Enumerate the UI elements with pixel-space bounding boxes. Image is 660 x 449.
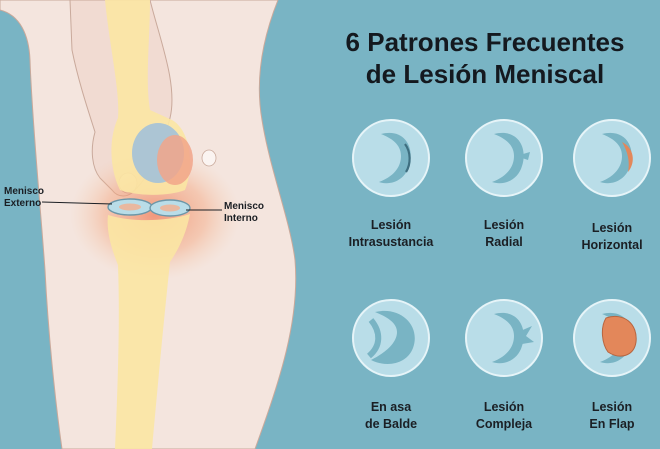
caption-compleja: Lesión Compleja (475, 400, 533, 431)
caption-intrasustancia: Lesión Intrasustancia (348, 218, 434, 249)
radial-tear-icon (465, 119, 543, 197)
patella (157, 135, 193, 185)
page-title: 6 Patrones Frecuentes de Lesión Meniscal (320, 26, 650, 90)
caption-radial: Lesión Radial (483, 218, 525, 249)
label-menisco-interno: Menisco Interno (224, 201, 265, 224)
title-line-2: de Lesión Meniscal (365, 59, 605, 89)
bucket-handle-tear-icon (352, 299, 430, 377)
horizontal-tear-icon (573, 119, 651, 197)
caption-en-asa-de-balde: En asa de Balde (364, 400, 418, 431)
flap-tear-icon (573, 299, 651, 377)
medial-meniscus-center (160, 204, 180, 212)
label-menisco-externo: Menisco Externo (4, 186, 45, 209)
intrasubstance-tear-icon (352, 119, 430, 197)
caption-horizontal: Lesión Horizontal (581, 221, 643, 252)
lateral-meniscus-center (119, 203, 141, 211)
pointer-line-externo (41, 201, 113, 205)
tibia-bone (107, 214, 190, 449)
title-line-1: 6 Patrones Frecuentes (345, 27, 625, 57)
complex-tear-icon (465, 299, 543, 377)
caption-en-flap: Lesión En Flap (589, 400, 635, 431)
